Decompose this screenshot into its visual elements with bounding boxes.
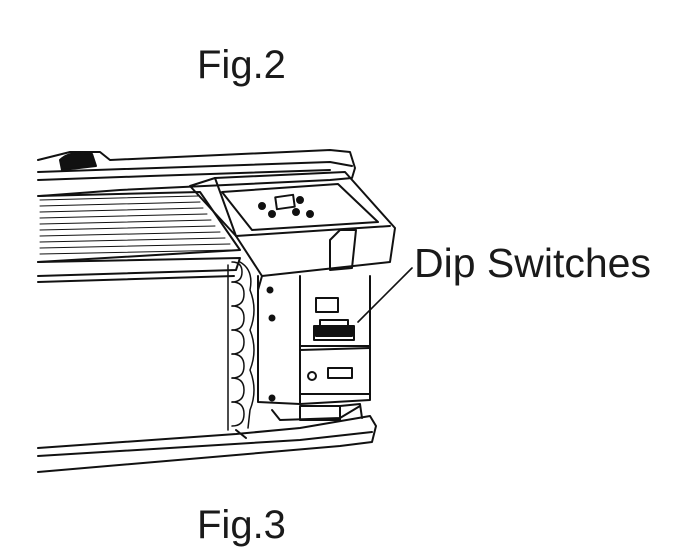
- top-chassis-rail: [37, 149, 356, 197]
- callout-leader-line: [357, 267, 413, 323]
- refrigerant-tubing: [227, 261, 255, 431]
- figure-2-caption: Fig.2: [197, 43, 286, 87]
- control-box-body: [257, 275, 371, 405]
- dip-switches-callout-label: Dip Switches: [414, 240, 651, 286]
- figure-3-caption: Fig.3: [197, 503, 286, 547]
- coil-panel: [37, 191, 241, 283]
- dip-switch-block: [315, 325, 353, 337]
- control-panel-housing: [189, 171, 396, 291]
- base-tray: [37, 403, 377, 473]
